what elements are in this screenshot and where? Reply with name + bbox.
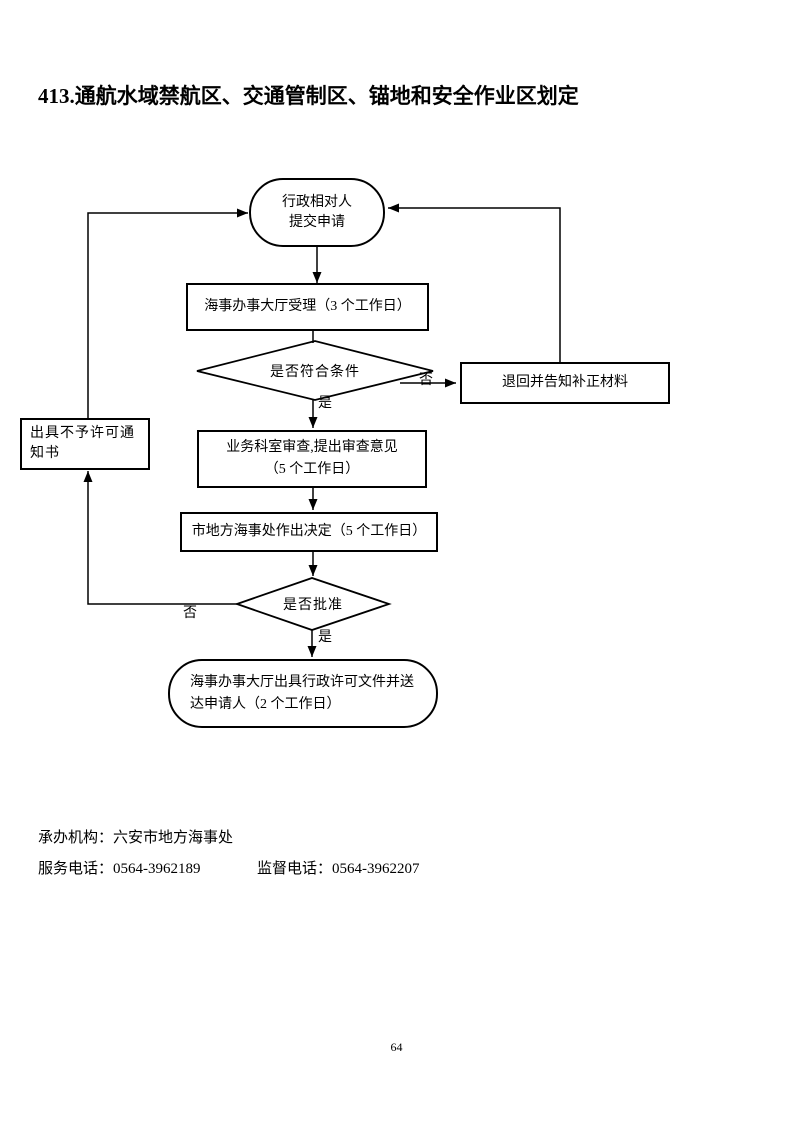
node-condition-label: 是否符合条件 [270, 364, 360, 380]
edge-return-to-start [388, 203, 561, 362]
edge-label-yes-bottom: 是 [318, 630, 332, 645]
condition-diamond-shape [196, 340, 434, 401]
node-decision-label: 市地方海事处作出决定（5 个工作日） [191, 524, 427, 539]
footer-supervision-phone: 监督电话：0564-3962207 [257, 861, 420, 877]
node-decision: 市地方海事处作出决定（5 个工作日） [180, 512, 438, 552]
edge-label-no-right: 否 [419, 373, 433, 388]
node-reject-notice: 出具不予许可通知书 [20, 418, 150, 470]
edge-label-yes-top: 是 [318, 396, 332, 411]
node-start: 行政相对人 提交申请 [249, 178, 385, 247]
node-review-line2: （5 个工作日） [264, 462, 360, 477]
node-start-line1: 行政相对人 [282, 194, 352, 210]
edge-reject-to-start [87, 208, 248, 418]
edge-label-no-left: 否 [183, 606, 197, 621]
node-accept-label: 海事办事大厅受理（3 个工作日） [204, 299, 411, 314]
footer-agency: 承办机构：六安市地方海事处 [38, 830, 234, 846]
approval-diamond-shape [234, 577, 392, 631]
page-title: 413.通航水域禁航区、交通管制区、锚地和安全作业区划定 [38, 84, 579, 108]
footer-service-phone: 服务电话：0564-3962189 [38, 861, 201, 877]
node-return-materials: 退回并告知补正材料 [460, 362, 670, 404]
node-deliver: 海事办事大厅出具行政许可文件并送达申请人（2 个工作日） [168, 659, 438, 728]
node-review: 业务科室审查,提出审查意见 （5 个工作日） [197, 430, 427, 488]
node-accept: 海事办事大厅受理（3 个工作日） [186, 283, 429, 331]
edge-approval-no-to-reject [83, 471, 237, 605]
page-number: 64 [390, 1040, 403, 1054]
node-start-line2: 提交申请 [289, 214, 345, 230]
node-review-line1: 业务科室审查,提出审查意见 [226, 440, 398, 455]
node-return-materials-label: 退回并告知补正材料 [502, 375, 628, 390]
node-approval-label: 是否批准 [283, 598, 343, 613]
